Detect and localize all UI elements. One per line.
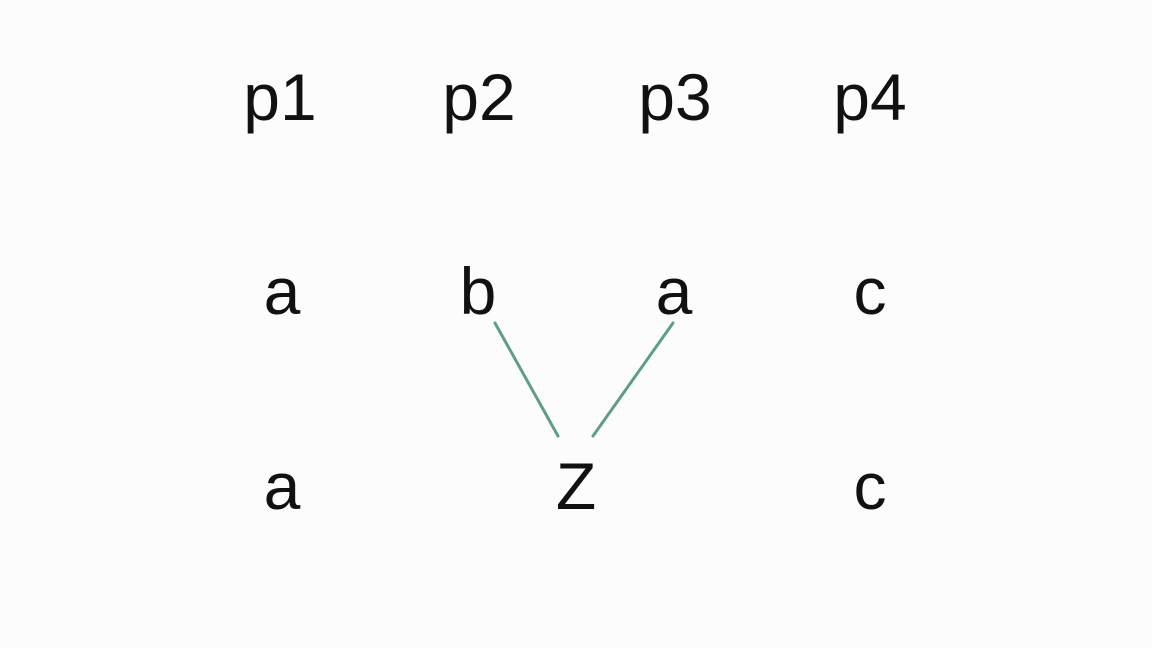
row1-node-a-left: a	[263, 254, 301, 328]
edge-a-to-z	[591, 321, 675, 438]
row1-node-a-right: a	[655, 254, 693, 328]
header-p3: p3	[638, 60, 712, 134]
edge-b-to-z	[493, 321, 560, 438]
header-p2: p2	[442, 60, 516, 134]
row1-node-b: b	[459, 254, 497, 328]
row1-node-c: c	[853, 254, 887, 328]
row2-node-c: c	[853, 449, 887, 523]
row2-node-a: a	[263, 449, 301, 523]
header-p1: p1	[243, 60, 317, 134]
row2-node-z: Z	[555, 449, 597, 523]
header-p4: p4	[833, 60, 907, 134]
